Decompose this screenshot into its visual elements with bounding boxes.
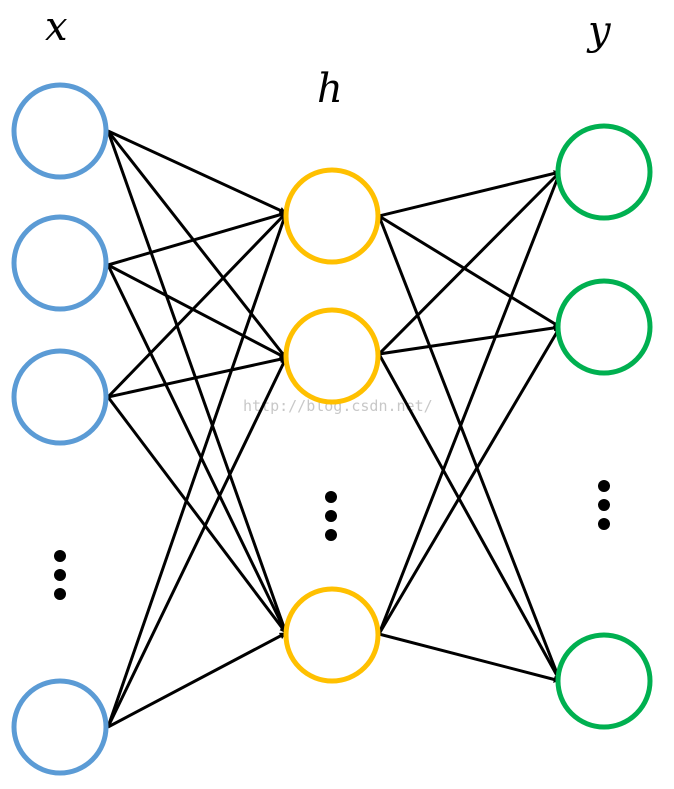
input-layer [11, 82, 109, 776]
edge-x2-hn [106, 264, 288, 634]
hidden-layer [283, 167, 381, 684]
edge-xn-h2 [106, 357, 288, 728]
hidden-node-2 [283, 307, 381, 405]
edge-hn-y2 [377, 326, 562, 635]
edge-xn-h1 [106, 212, 288, 728]
watermark-text: http://blog.csdn.net/ [243, 397, 433, 415]
ellipsis-dot [325, 491, 337, 503]
ellipsis-dot [54, 569, 66, 581]
edge-x3-h1 [106, 211, 288, 399]
ellipsis-dot [325, 510, 337, 522]
ellipsis-dot [54, 550, 66, 562]
edge-h1-y1 [378, 170, 561, 218]
output-node-1 [555, 123, 653, 221]
ellipsis-dot [598, 480, 610, 492]
ellipsis-dot [598, 499, 610, 511]
edge-hn-yn [378, 632, 561, 683]
input-node-n [11, 678, 109, 776]
hidden-to-output-edges [377, 170, 562, 683]
edge-x2-h2 [107, 263, 287, 360]
input-node-1 [11, 82, 109, 180]
output-node-2 [555, 278, 653, 376]
ellipsis-dot [325, 529, 337, 541]
ellipsis-dot [54, 588, 66, 600]
hidden-node-n [283, 586, 381, 684]
edge-x1-h1 [107, 129, 287, 215]
edge-x3-hn [106, 396, 288, 634]
edge-h1-y2 [378, 214, 561, 329]
edge-h2-y1 [377, 170, 562, 356]
input-node-2 [11, 214, 109, 312]
edge-hn-y1 [377, 171, 562, 635]
hidden-ellipsis [325, 491, 337, 541]
edge-h2-yn [377, 353, 562, 682]
output-node-n [555, 632, 653, 730]
output-layer [555, 123, 653, 730]
output-layer-label: y [586, 8, 612, 54]
edge-h2-y2 [378, 324, 561, 356]
input-layer-label: x [45, 4, 68, 50]
ellipsis-dot [598, 518, 610, 530]
edge-xn-hn [107, 631, 287, 729]
edge-h1-yn [377, 215, 562, 682]
edge-x3-h2 [107, 355, 287, 399]
edge-x2-h1 [107, 211, 287, 267]
edge-x1-h2 [106, 130, 288, 359]
hidden-layer-label: h [317, 66, 343, 112]
edge-x1-hn [106, 130, 288, 634]
input-node-3 [11, 348, 109, 446]
input-ellipsis [54, 550, 66, 600]
hidden-node-1 [283, 167, 381, 265]
output-ellipsis [598, 480, 610, 530]
input-to-hidden-edges [106, 129, 288, 729]
